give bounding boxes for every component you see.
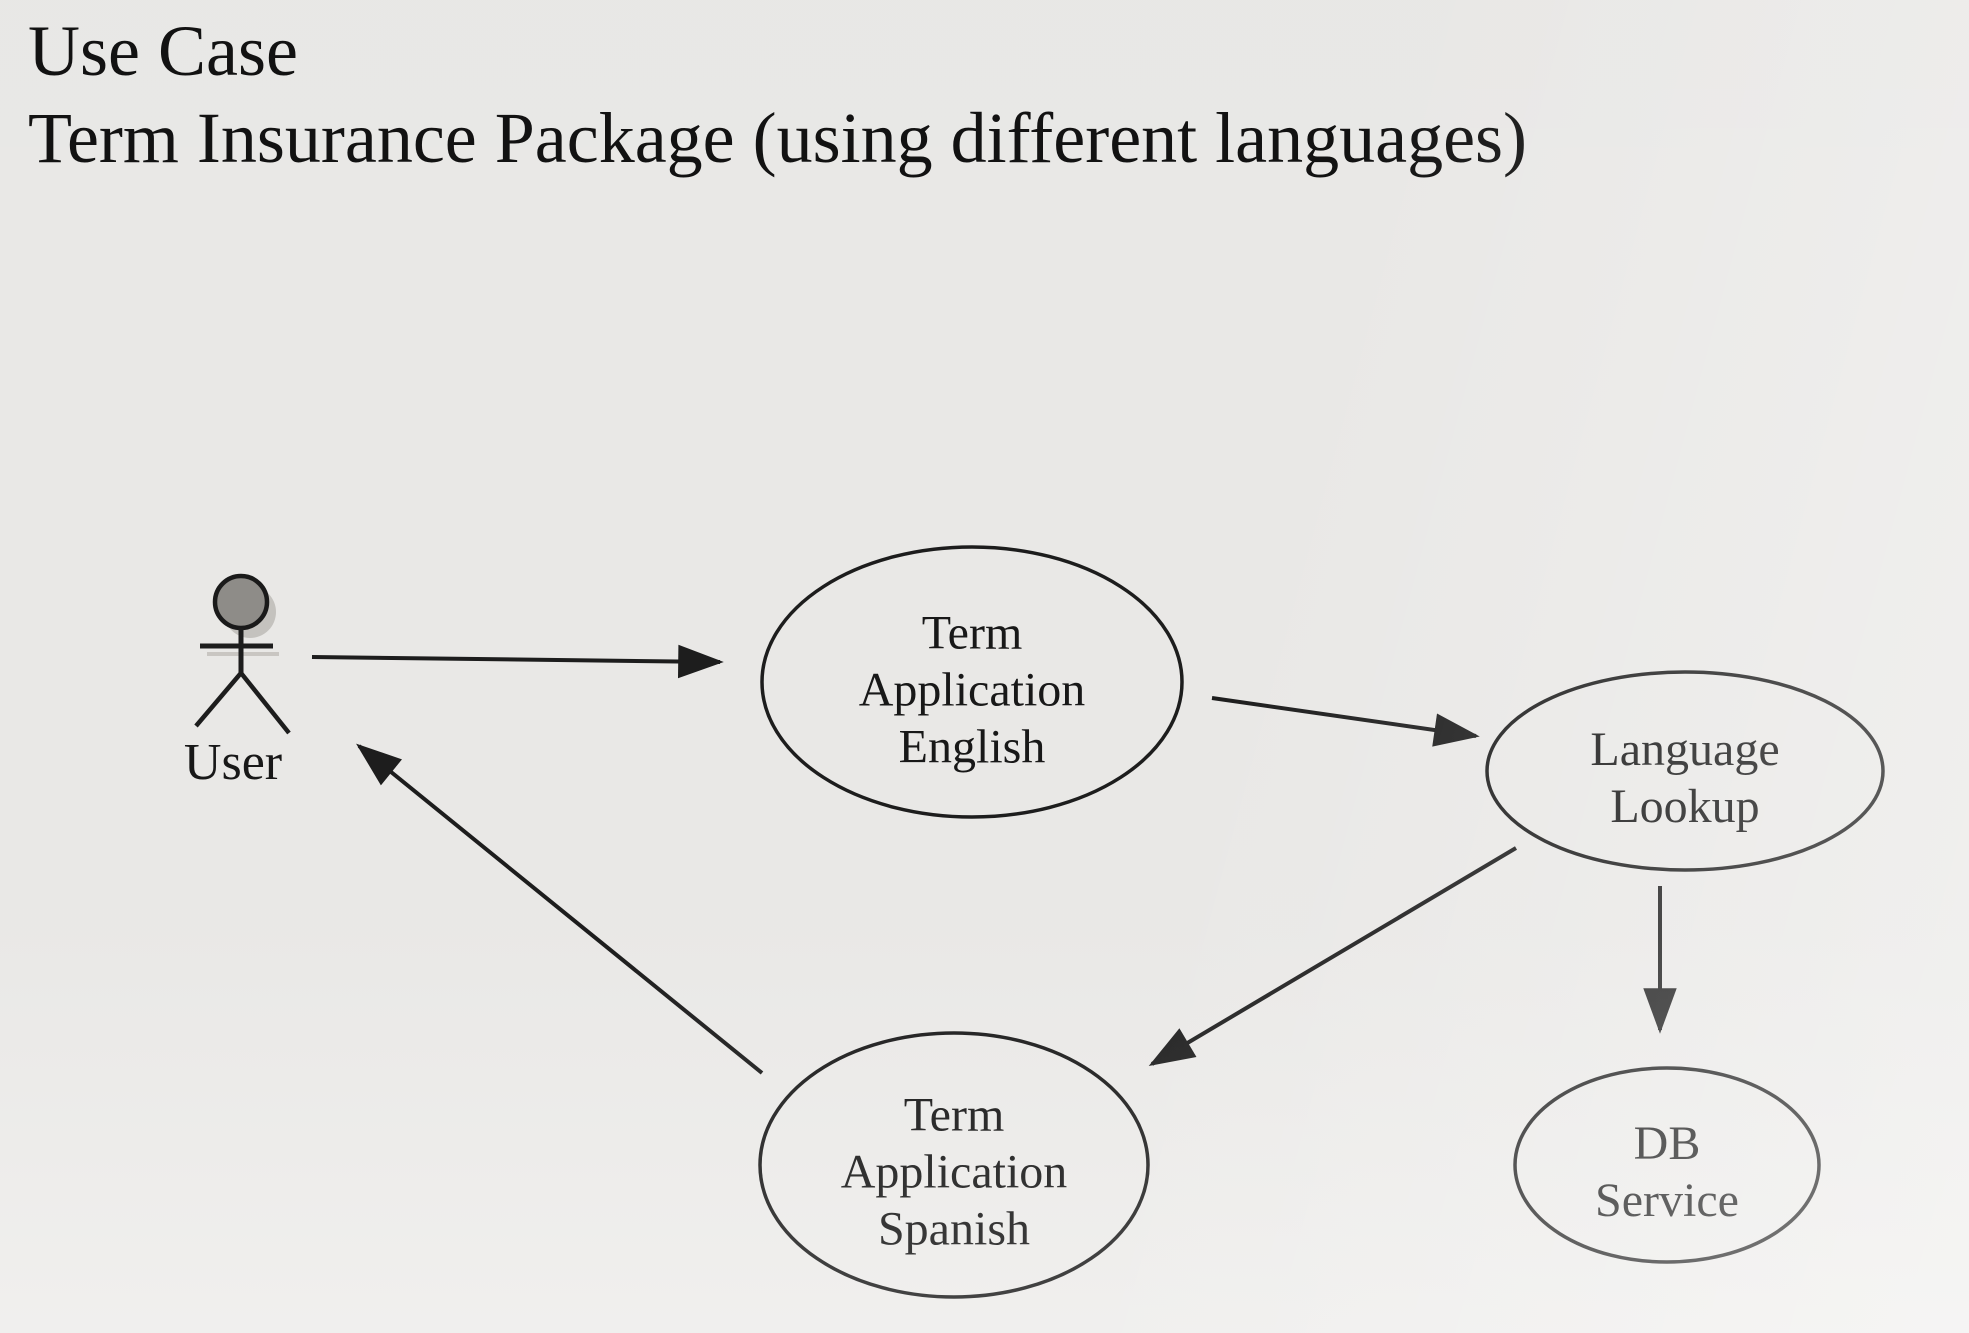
- use-case-ellipse-language-lookup: [1485, 670, 1885, 872]
- arrow-term-application-english-to-language-lookup: [1211, 696, 1480, 747]
- use-case-ellipse-term-application-spanish: [758, 1031, 1150, 1299]
- spanish-label-line3: Spanish: [877, 1202, 1030, 1256]
- spanish-label-line2: Application: [840, 1145, 1068, 1199]
- title-line-1: Use Case: [28, 11, 298, 91]
- node-label-term-application-spanish: Term Application Spanish: [841, 1087, 1068, 1258]
- english-label-line3: English: [898, 720, 1046, 774]
- arrow-term-application-spanish-to-user: [356, 743, 764, 1075]
- lookup-label-line1: Language: [1590, 723, 1780, 776]
- lookup-label-line2: Lookup: [1610, 780, 1760, 833]
- db-label-line2: Service: [1595, 1174, 1739, 1227]
- actor-left-leg: [194, 671, 243, 728]
- actor-label-user: User: [183, 734, 283, 791]
- actor-user-icon: [194, 573, 291, 735]
- node-label-db-service: DB Service: [1595, 1115, 1739, 1229]
- spanish-label-line1: Term: [903, 1088, 1005, 1142]
- arrow-language-lookup-to-term-application-spanish: [1148, 846, 1518, 1066]
- actor-head: [212, 573, 270, 631]
- title-line-2: Term Insurance Package (using different …: [28, 98, 1528, 178]
- use-case-ellipse-term-application-english: [760, 545, 1184, 819]
- use-case-ellipse-db-service: [1513, 1066, 1821, 1264]
- diagram-title: Use Case Term Insurance Package (using d…: [28, 8, 1527, 182]
- node-label-language-lookup: Language Lookup: [1590, 721, 1779, 835]
- english-label-line1: Term: [921, 606, 1023, 660]
- node-label-term-application-english: Term Application English: [859, 605, 1086, 776]
- actor-right-leg: [239, 671, 291, 735]
- arrow-user-to-term-application-english: [311, 644, 724, 679]
- english-label-line2: Application: [858, 663, 1086, 717]
- db-label-line1: DB: [1633, 1117, 1701, 1170]
